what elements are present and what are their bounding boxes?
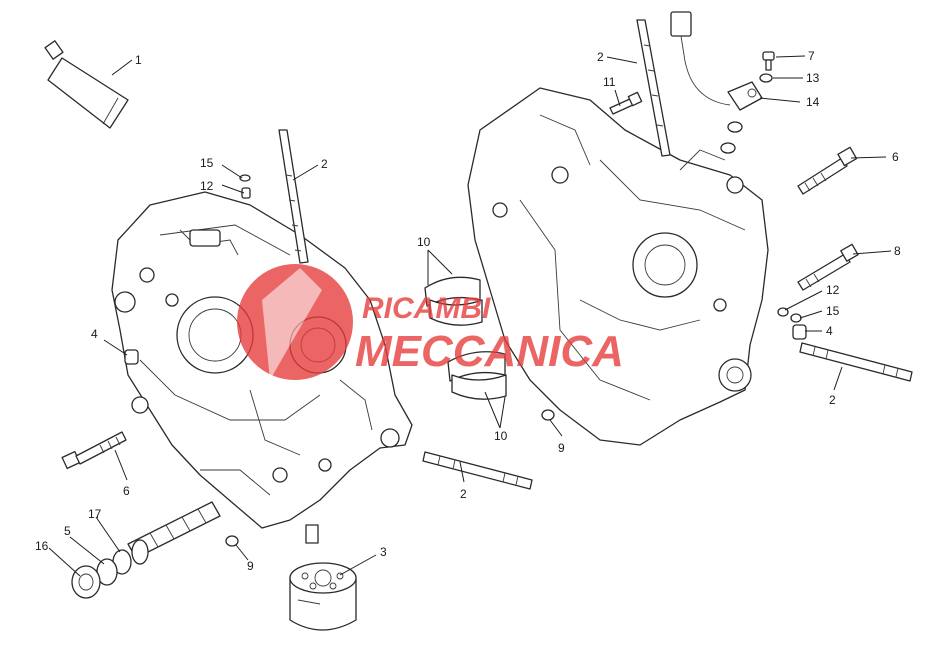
callout-3: 3 — [380, 545, 387, 559]
screw-7 — [762, 51, 775, 71]
callout-1: 1 — [135, 53, 142, 67]
jet-12-left — [241, 187, 251, 199]
callout-4: 4 — [826, 324, 833, 338]
watermark-line2: MECCANICA — [355, 327, 624, 376]
oil-filter — [289, 524, 357, 631]
callout-9: 9 — [558, 441, 565, 455]
watermark-logo-icon — [237, 264, 353, 380]
bolt-8 — [797, 243, 859, 291]
callout-2: 2 — [597, 50, 604, 64]
callout-6: 6 — [123, 484, 130, 498]
callout-4: 4 — [91, 327, 98, 341]
o-ring-sensor-b — [720, 142, 736, 154]
screw-11 — [609, 91, 643, 115]
callout-2: 2 — [321, 157, 328, 171]
dowel-left — [124, 349, 139, 365]
drain-plug-16 — [71, 565, 101, 599]
bearing-shells-lower — [447, 351, 507, 400]
stud-right-vertical — [636, 19, 671, 157]
sensor-14 — [670, 11, 763, 111]
callout-17: 17 — [88, 507, 102, 521]
sealant-tube — [44, 40, 129, 129]
callout-14: 14 — [806, 95, 820, 109]
callout-12: 12 — [200, 179, 214, 193]
dowel-right — [792, 324, 807, 340]
washer-13 — [759, 73, 773, 83]
plug-15-left — [239, 174, 251, 182]
oil-strainer-pipe — [127, 501, 221, 565]
stud-left-vertical — [278, 129, 309, 264]
o-ring-9-right — [541, 409, 555, 421]
callout-12: 12 — [826, 283, 840, 297]
stud-lower-center — [422, 451, 533, 490]
callout-2: 2 — [460, 487, 467, 501]
callout-labels: 1 2 2 2 2 3 4 4 5 6 6 7 8 9 9 10 10 11 1… — [35, 49, 901, 573]
callout-10: 10 — [494, 429, 508, 443]
callout-8: 8 — [894, 244, 901, 258]
bearing-shells-upper — [424, 276, 483, 326]
plug-15-right — [790, 313, 802, 323]
o-ring-sensor-a — [727, 121, 743, 133]
bolt-left — [61, 431, 127, 470]
callout-15: 15 — [826, 304, 840, 318]
leader-lines — [48, 55, 892, 577]
callout-2: 2 — [829, 393, 836, 407]
watermark-line1: RICAMBI — [362, 292, 491, 325]
callout-6: 6 — [892, 150, 899, 164]
o-ring-9-left — [225, 535, 239, 547]
callout-7: 7 — [808, 49, 815, 63]
callout-5: 5 — [64, 524, 71, 538]
callout-16: 16 — [35, 539, 49, 553]
watermark: RICAMBI MECCANICA — [237, 264, 624, 380]
callout-10: 10 — [417, 235, 431, 249]
right-crankcase-half — [467, 87, 769, 446]
callout-11: 11 — [603, 75, 616, 89]
callout-15: 15 — [200, 156, 214, 170]
callout-9: 9 — [247, 559, 254, 573]
stud-lower-right — [799, 342, 913, 382]
bolt-right-upper — [797, 146, 858, 195]
callout-13: 13 — [806, 71, 820, 85]
